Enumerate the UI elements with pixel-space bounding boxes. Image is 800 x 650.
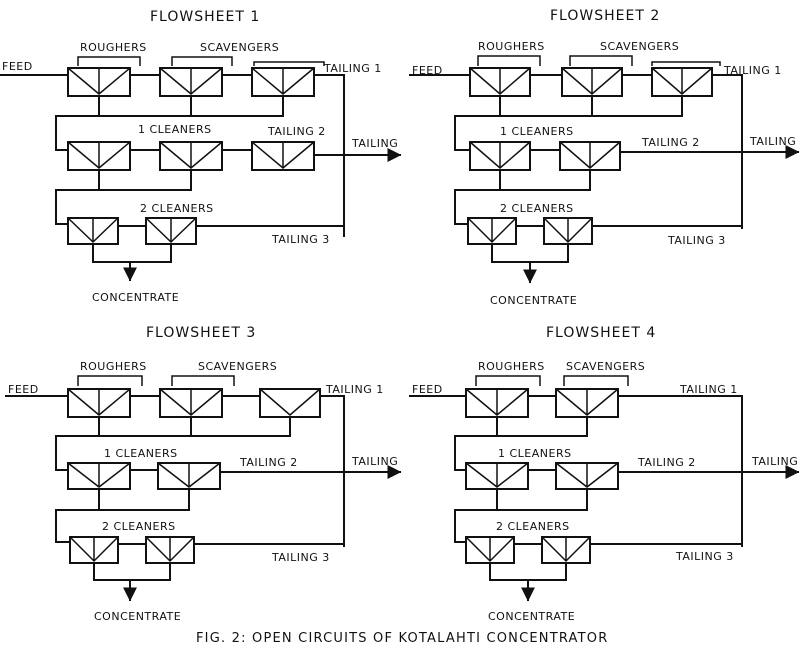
figure-caption: FIG. 2: OPEN CIRCUITS OF KOTALAHTI CONCE… xyxy=(196,631,608,646)
rougher-cell xyxy=(469,67,531,97)
cleaner-2-cell xyxy=(541,536,591,564)
tailing-2-label: TAILING 2 xyxy=(239,456,298,469)
roughers-label: ROUGHERS xyxy=(80,41,147,54)
concentrate-label: CONCENTRATE xyxy=(490,294,577,307)
flowsheet-2: FLOWSHEET 2 FEED ROUGHERS SCAVENGERS TAI… xyxy=(409,8,800,307)
scavenger-cell xyxy=(561,67,623,97)
rougher-cell xyxy=(67,67,131,97)
cleaner-1-cell xyxy=(559,141,621,171)
roughers-label: ROUGHERS xyxy=(478,40,545,53)
flowsheet-1: FLOWSHEET 1 FEED ROUGHERS SCAVENGERS T xyxy=(0,9,402,304)
scavenger-cell xyxy=(651,67,713,97)
flowsheet-4: FLOWSHEET 4 FEED ROUGHERS SCAVENGERS TAI… xyxy=(409,325,800,623)
cleaners-1-label: 1 CLEANERS xyxy=(498,447,572,460)
cleaners-2-label: 2 CLEANERS xyxy=(496,520,570,533)
tailing-1-label: TAILING 1 xyxy=(325,383,384,396)
cleaner-1-cell xyxy=(555,462,619,490)
cleaners-1-label: 1 CLEANERS xyxy=(500,125,574,138)
scavenger-cell xyxy=(159,67,223,97)
tailing-label: TAILING xyxy=(749,135,796,148)
roughers-label: ROUGHERS xyxy=(80,360,147,373)
tailing-2-label: TAILING 2 xyxy=(267,125,326,138)
cleaner-2-cell xyxy=(67,217,119,245)
feed-label: FEED xyxy=(2,60,33,73)
tailing-3-label: TAILING 3 xyxy=(271,233,330,246)
scavenger-cell xyxy=(555,388,619,418)
scavengers-label: SCAVENGERS xyxy=(198,360,277,373)
tailing-1-label: TAILING 1 xyxy=(323,62,382,75)
scavenger-cell xyxy=(251,67,315,97)
rougher-cell xyxy=(465,388,529,418)
cleaners-2-label: 2 CLEANERS xyxy=(102,520,176,533)
tailing-label: TAILING xyxy=(351,455,398,468)
tailing-3-label: TAILING 3 xyxy=(667,234,726,247)
cleaner-1-cell xyxy=(159,141,223,171)
tailing-3-label: TAILING 3 xyxy=(271,551,330,564)
cleaner-2-cell xyxy=(543,217,593,245)
cleaner-1-cell xyxy=(469,141,531,171)
tailing-label: TAILING xyxy=(351,137,398,150)
scavenger-cell xyxy=(259,388,321,418)
scavengers-label: SCAVENGERS xyxy=(600,40,679,53)
feed-label: FEED xyxy=(412,64,443,77)
cleaner-2-cell xyxy=(465,536,515,564)
flowsheet-3: FLOWSHEET 3 FEED ROUGHERS SCAVENGERS TAI… xyxy=(5,325,402,623)
cleaner-1-cell xyxy=(67,462,131,490)
tailing-1-label: TAILING 1 xyxy=(679,383,738,396)
cleaner-1-cell xyxy=(465,462,529,490)
tailing-2-label: TAILING 2 xyxy=(641,136,700,149)
feed-label: FEED xyxy=(412,383,443,396)
scavengers-label: SCAVENGERS xyxy=(200,41,279,54)
flowsheet-title: FLOWSHEET 3 xyxy=(146,325,256,341)
tailing-3-label: TAILING 3 xyxy=(675,550,734,563)
tailing-label: TAILING xyxy=(751,455,798,468)
concentrate-label: CONCENTRATE xyxy=(94,610,181,623)
cleaner-1-cell xyxy=(157,462,221,490)
scavengers-label: SCAVENGERS xyxy=(566,360,645,373)
cleaner-1-cell xyxy=(251,141,315,171)
scavenger-cell xyxy=(159,388,223,418)
feed-label: FEED xyxy=(8,383,39,396)
cleaners-1-label: 1 CLEANERS xyxy=(104,447,178,460)
cleaner-1-cell xyxy=(67,141,131,171)
cleaners-2-label: 2 CLEANERS xyxy=(140,202,214,215)
tailing-1-label: TAILING 1 xyxy=(723,64,782,77)
roughers-label: ROUGHERS xyxy=(478,360,545,373)
flowsheet-title: FLOWSHEET 1 xyxy=(150,9,260,25)
cleaner-2-cell xyxy=(467,217,517,245)
concentrate-label: CONCENTRATE xyxy=(92,291,179,304)
concentrate-label: CONCENTRATE xyxy=(488,610,575,623)
tailing-2-label: TAILING 2 xyxy=(637,456,696,469)
flowsheet-title: FLOWSHEET 2 xyxy=(550,8,660,24)
cleaner-2-cell xyxy=(145,217,197,245)
flowsheet-title: FLOWSHEET 4 xyxy=(546,325,656,341)
rougher-cell xyxy=(67,388,131,418)
cleaners-1-label: 1 CLEANERS xyxy=(138,123,212,136)
cleaners-2-label: 2 CLEANERS xyxy=(500,202,574,215)
cleaner-2-cell xyxy=(145,536,195,564)
cleaner-2-cell xyxy=(69,536,119,564)
